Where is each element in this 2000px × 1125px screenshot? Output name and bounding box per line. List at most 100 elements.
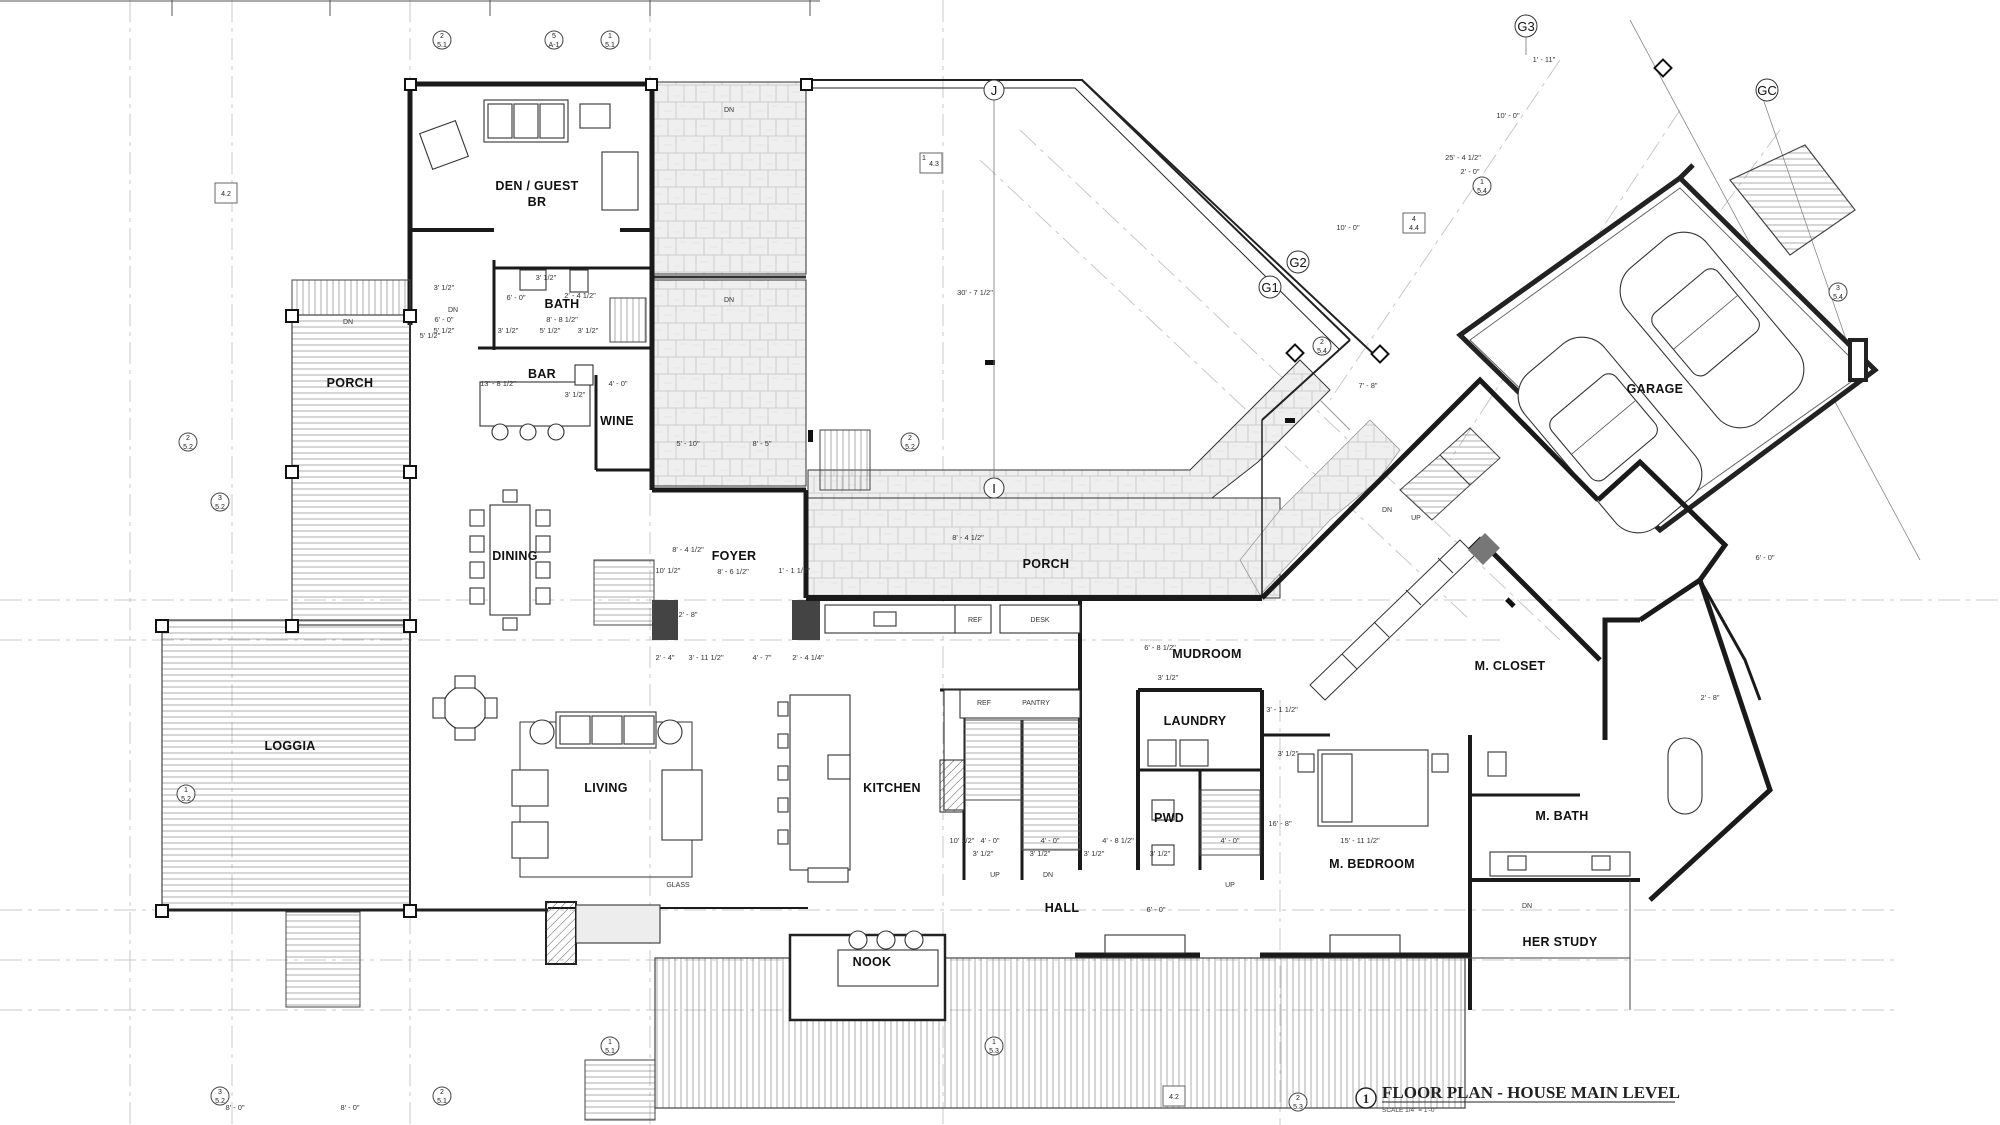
svg-text:8' - 0": 8' - 0" bbox=[340, 1103, 359, 1112]
svg-text:5' 1/2": 5' 1/2" bbox=[420, 331, 441, 340]
svg-text:8' - 6 1/2": 8' - 6 1/2" bbox=[717, 567, 749, 576]
drawing-title: FLOOR PLAN - HOUSE MAIN LEVEL bbox=[1382, 1083, 1680, 1102]
room-label-wine: WINE bbox=[600, 414, 634, 428]
svg-text:5.3: 5.3 bbox=[989, 1048, 999, 1055]
svg-text:2' - 4": 2' - 4" bbox=[655, 653, 674, 662]
svg-text:6' - 8 1/2": 6' - 8 1/2" bbox=[1144, 643, 1176, 652]
grid-label-i: I bbox=[992, 481, 996, 496]
svg-text:4.3: 4.3 bbox=[929, 161, 939, 168]
grid-label-gc: GC bbox=[1757, 83, 1777, 98]
svg-text:5.2: 5.2 bbox=[215, 504, 225, 511]
svg-text:3' 1/2": 3' 1/2" bbox=[578, 326, 599, 335]
svg-text:6' - 0": 6' - 0" bbox=[506, 293, 525, 302]
svg-text:3' 1/2": 3' 1/2" bbox=[1030, 849, 1051, 858]
room-label-laundry: LAUNDRY bbox=[1164, 714, 1227, 728]
room-label-loggia: LOGGIA bbox=[264, 739, 315, 753]
svg-text:2' - 8": 2' - 8" bbox=[678, 610, 697, 619]
svg-text:3: 3 bbox=[1836, 285, 1840, 292]
svg-text:5' 1/2": 5' 1/2" bbox=[434, 326, 455, 335]
small-column bbox=[1505, 597, 1516, 608]
svg-text:5.2: 5.2 bbox=[183, 444, 193, 451]
room-label-foyer: FOYER bbox=[712, 549, 757, 563]
svg-text:8' - 8 1/2": 8' - 8 1/2" bbox=[546, 315, 578, 324]
svg-text:4' - 0": 4' - 0" bbox=[608, 379, 627, 388]
svg-text:5.1: 5.1 bbox=[605, 42, 615, 49]
grid-label-g2: G2 bbox=[1289, 255, 1306, 270]
svg-text:5.4: 5.4 bbox=[1317, 348, 1327, 355]
svg-text:5.2: 5.2 bbox=[905, 444, 915, 451]
small-column bbox=[808, 430, 813, 442]
svg-text:25' - 4 1/2": 25' - 4 1/2" bbox=[1445, 153, 1481, 162]
room-label-mudroom: MUDROOM bbox=[1172, 647, 1241, 661]
svg-text:GLASS: GLASS bbox=[666, 882, 690, 889]
svg-text:3' 1/2": 3' 1/2" bbox=[973, 849, 994, 858]
svg-text:5.4: 5.4 bbox=[1833, 294, 1843, 301]
svg-text:5.4: 5.4 bbox=[1477, 188, 1487, 195]
fireplace bbox=[545, 901, 577, 965]
grid-bubble: G3 GC G2 G1 J I bbox=[983, 14, 1779, 499]
drawing-scale: SCALE 1/4" = 1'-0" bbox=[1382, 1107, 1438, 1114]
svg-text:5.2: 5.2 bbox=[215, 1098, 225, 1105]
small-column bbox=[1285, 418, 1295, 423]
svg-text:6' - 0": 6' - 0" bbox=[434, 315, 453, 324]
grid-label-g3: G3 bbox=[1517, 19, 1534, 34]
svg-text:4' - 0": 4' - 0" bbox=[980, 836, 999, 845]
fireplace-hearth bbox=[575, 904, 661, 944]
center-porch-paving bbox=[807, 497, 1281, 599]
svg-text:3' 1/2": 3' 1/2" bbox=[1150, 849, 1171, 858]
south-deck bbox=[584, 880, 1631, 1121]
svg-text:3' 1/2": 3' 1/2" bbox=[1158, 673, 1179, 682]
svg-text:1: 1 bbox=[922, 155, 926, 162]
room-label-m-bath: M. BATH bbox=[1535, 809, 1588, 823]
svg-text:3' 1/2": 3' 1/2" bbox=[434, 283, 455, 292]
svg-text:DESK: DESK bbox=[1030, 617, 1049, 624]
svg-text:8' - 4 1/2": 8' - 4 1/2" bbox=[672, 545, 704, 554]
room-label-nook: NOOK bbox=[853, 955, 892, 969]
room-label-m-bedroom: M. BEDROOM bbox=[1329, 857, 1415, 871]
room-label-kitchen: KITCHEN bbox=[863, 781, 921, 795]
room-label-m-closet: M. CLOSET bbox=[1475, 659, 1546, 673]
svg-text:4' - 7": 4' - 7" bbox=[752, 653, 771, 662]
svg-text:10' 1/2": 10' 1/2" bbox=[656, 566, 681, 575]
room-label-her-study: HER STUDY bbox=[1523, 935, 1598, 949]
svg-text:8' - 5": 8' - 5" bbox=[752, 439, 771, 448]
grid-label-g1: G1 bbox=[1261, 280, 1278, 295]
garage-structure bbox=[1399, 144, 1879, 534]
svg-text:DN: DN bbox=[1043, 872, 1053, 879]
svg-text:10' - 0": 10' - 0" bbox=[1336, 223, 1360, 232]
svg-text:DN: DN bbox=[343, 319, 353, 326]
drawing-title-block: 1 FLOOR PLAN - HOUSE MAIN LEVEL SCALE 1/… bbox=[1355, 1083, 1680, 1114]
svg-text:REF: REF bbox=[968, 617, 982, 624]
svg-text:2: 2 bbox=[440, 1089, 444, 1096]
svg-text:5.1: 5.1 bbox=[605, 1048, 615, 1055]
svg-text:3' 1/2": 3' 1/2" bbox=[1278, 749, 1299, 758]
svg-text:A-1: A-1 bbox=[549, 42, 560, 49]
svg-text:1' - 11": 1' - 11" bbox=[1533, 55, 1556, 64]
center-porch-paving bbox=[807, 359, 1331, 499]
drawing-number: 1 bbox=[1363, 1091, 1370, 1106]
section-tag: 25.1 5A-1 15.1 4.2 4.31 25.2 35.2 25.2 1… bbox=[176, 30, 1848, 1112]
room-label-garage: GARAGE bbox=[1627, 382, 1684, 396]
svg-text:3: 3 bbox=[218, 495, 222, 502]
svg-text:7' - 8": 7' - 8" bbox=[1358, 381, 1377, 390]
svg-text:5.2: 5.2 bbox=[181, 796, 191, 803]
svg-text:5: 5 bbox=[552, 33, 556, 40]
svg-text:4.2: 4.2 bbox=[221, 191, 231, 198]
svg-text:3' 1/2": 3' 1/2" bbox=[498, 326, 519, 335]
svg-text:1: 1 bbox=[1480, 179, 1484, 186]
master-wing-walls bbox=[1260, 376, 1773, 902]
svg-text:13' - 8 1/2": 13' - 8 1/2" bbox=[480, 379, 516, 388]
garage-apron-paving bbox=[1239, 419, 1401, 596]
svg-text:2: 2 bbox=[1296, 1095, 1300, 1102]
room-label-den: DEN / GUEST bbox=[495, 179, 578, 193]
svg-text:PANTRY: PANTRY bbox=[1022, 700, 1050, 707]
room-label-bath: BATH bbox=[545, 297, 580, 311]
stairs bbox=[593, 429, 1261, 856]
svg-text:2' - 4 1/2": 2' - 4 1/2" bbox=[564, 291, 596, 300]
svg-text:15' - 11 1/2": 15' - 11 1/2" bbox=[1340, 836, 1380, 845]
svg-text:5' 1/2": 5' 1/2" bbox=[540, 326, 561, 335]
posts bbox=[155, 58, 1673, 918]
room-label-den-br: BR bbox=[528, 195, 547, 209]
grid-label-j: J bbox=[991, 83, 998, 98]
svg-text:DN: DN bbox=[724, 107, 734, 114]
